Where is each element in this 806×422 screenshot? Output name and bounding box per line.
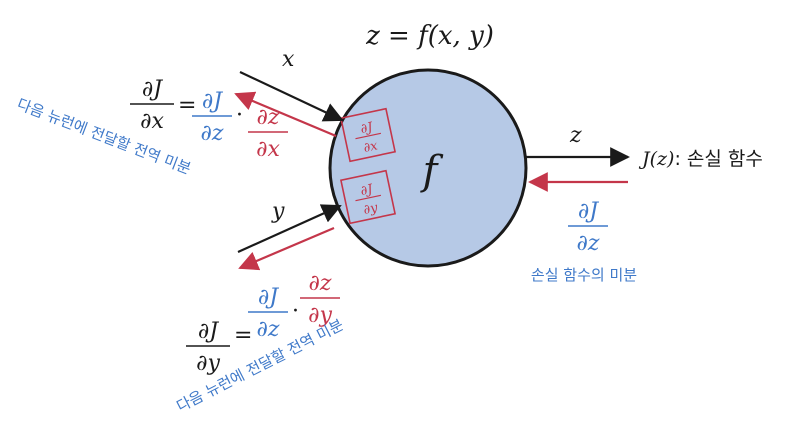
loss-fn-symbol: J(z) [638, 148, 674, 170]
grad-y-up-num: ∂J [258, 285, 279, 310]
grad-x-up-num: ∂J [202, 89, 223, 114]
backprop-x-arrow [234, 91, 337, 138]
input-x-arrow [239, 71, 344, 122]
loss-fn-suffix: : 손실 함수 [674, 148, 762, 170]
local-grad-x-num: ∂J [359, 120, 375, 137]
grad-y-dot: · [292, 299, 299, 324]
grad-y-lhs-num: ∂J [198, 319, 219, 344]
grad-x-lhs-den: ∂x [140, 109, 164, 134]
grad-y-eq: = [234, 323, 252, 348]
upstream-den: ∂z [577, 231, 600, 256]
grad-x-loc-den: ∂x [256, 137, 280, 162]
local-grad-y-box: ∂J ∂y [339, 169, 397, 225]
upstream-caption: 손실 함수의 미분 [531, 266, 637, 284]
grad-x-caption: 다음 뉴런에 전달할 전역 미분 [15, 95, 194, 178]
input-x-label: x [282, 47, 295, 72]
grad-y-loc-den: ∂y [308, 303, 332, 328]
grad-y-equation: ∂J ∂y = ∂J ∂z · ∂z ∂y [186, 271, 340, 376]
grad-x-up-den: ∂z [201, 121, 224, 146]
grad-x-loc-num: ∂z [257, 105, 280, 130]
grad-x-equation: ∂J ∂x = ∂J ∂z · ∂z ∂x [130, 77, 288, 162]
local-grad-x-box: ∂J ∂x [339, 107, 397, 163]
grad-y-lhs-den: ∂y [196, 351, 220, 376]
output-z-label: z [569, 123, 582, 148]
diagram-title: z = f(x, y) [365, 21, 494, 51]
local-grad-x-den: ∂x [362, 138, 380, 156]
backprop-y-arrow [238, 226, 335, 271]
input-y-label: y [271, 199, 285, 224]
upstream-num: ∂J [578, 199, 599, 224]
local-grad-y-den: ∂y [362, 200, 380, 218]
grad-x-dot: · [236, 103, 243, 128]
grad-y-up-den: ∂z [257, 317, 280, 342]
upstream-gradient: ∂J ∂z [568, 199, 608, 256]
input-y-arrow [237, 204, 342, 254]
grad-x-eq: = [178, 93, 196, 118]
loss-function-label: J(z): 손실 함수 [638, 148, 763, 170]
grad-y-loc-num: ∂z [309, 271, 332, 296]
local-grad-y-num: ∂J [359, 182, 375, 199]
grad-x-lhs-num: ∂J [142, 77, 163, 102]
